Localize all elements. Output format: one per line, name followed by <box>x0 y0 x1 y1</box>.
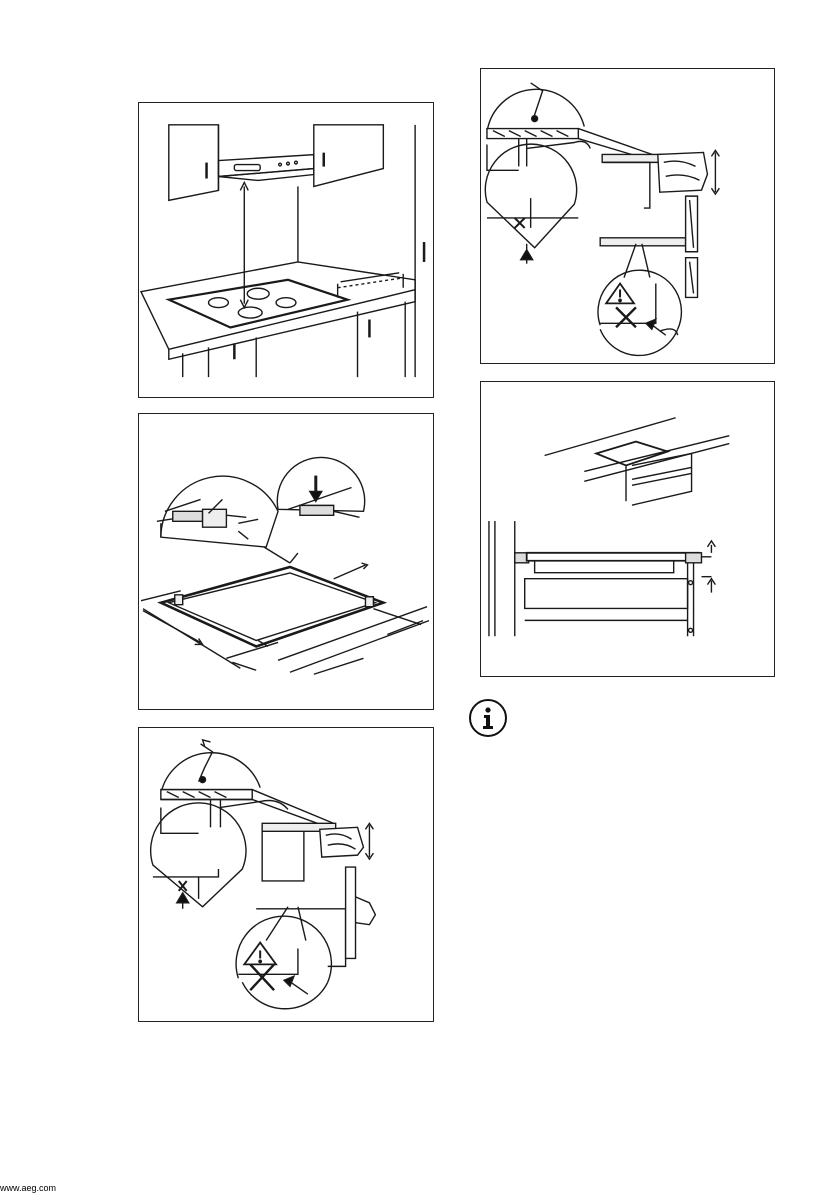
figure-hood-clearance <box>138 102 434 398</box>
page-footer: www.aeg.com <box>0 1184 840 1192</box>
info-icon <box>469 699 507 737</box>
figure-cabinet-section <box>480 381 775 677</box>
figure-worktop-edge-left <box>138 727 434 1022</box>
figure-seal-strip <box>138 413 434 710</box>
figure-worktop-edge-right <box>480 68 775 364</box>
footer-text: www.aeg.com <box>0 1184 56 1192</box>
